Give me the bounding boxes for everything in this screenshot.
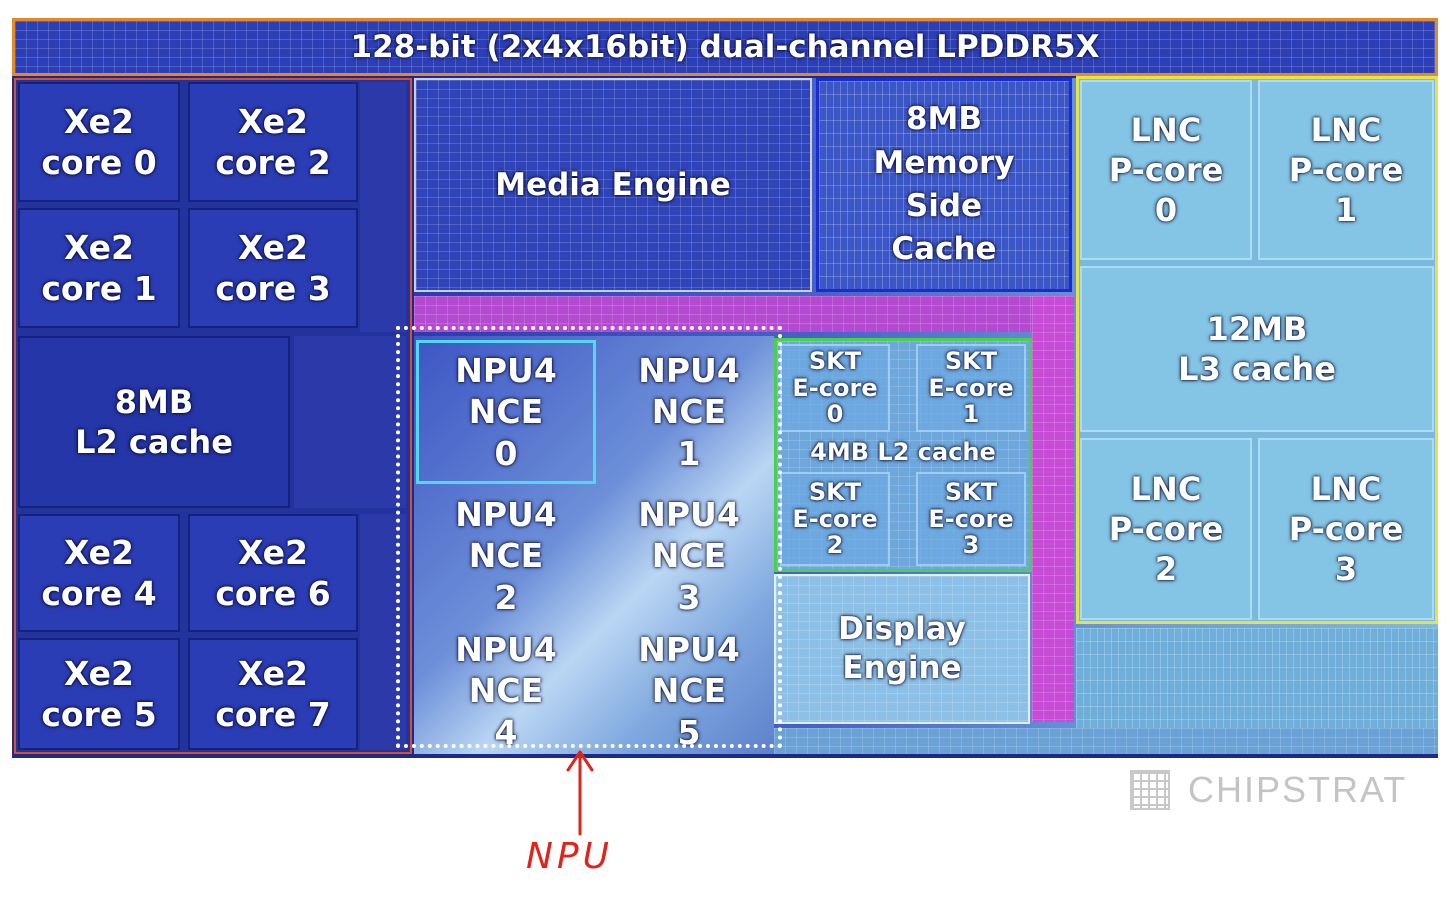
npu-nce-1: NPU4 NCE 1: [638, 351, 740, 473]
compute-io-strip: [1076, 628, 1438, 728]
pcore-0: LNC P-core 0: [1080, 80, 1252, 260]
watermark-text: CHIPSTRAT: [1188, 769, 1408, 810]
media-engine: Media Engine: [414, 78, 812, 292]
npu-nce-5: NPU4 NCE 5: [638, 630, 740, 752]
xe2-core-6: Xe2 core 6: [188, 514, 358, 632]
pcore-1: LNC P-core 1: [1258, 80, 1434, 260]
npu-nce-4: NPU4 NCE 4: [455, 630, 557, 752]
npu-highlight-box: [396, 326, 782, 748]
npu-arrow-icon: [566, 750, 594, 836]
ecore-2: SKT E-core 2: [780, 472, 890, 566]
bottom-io-strip: [774, 728, 1438, 754]
xe2-core-2: Xe2 core 2: [188, 82, 358, 202]
pcore-2: LNC P-core 2: [1080, 438, 1252, 620]
ecore-l2-cache: 4MB L2 cache: [810, 438, 996, 466]
l3-cache: 12MB L3 cache: [1080, 266, 1434, 432]
xe2-core-0: Xe2 core 0: [18, 82, 180, 202]
memory-side-cache: 8MB Memory Side Cache: [816, 78, 1072, 292]
npu-nce-2: NPU4 NCE 2: [455, 495, 557, 617]
xe2-core-3: Xe2 core 3: [188, 208, 358, 328]
gpu-l2-cache: 8MB L2 cache: [18, 336, 290, 508]
display-engine: Display Engine: [774, 574, 1030, 724]
memory-interface-label: 128-bit (2x4x16bit) dual-channel LPDDR5X: [350, 28, 1100, 65]
fabric-vertical: [1032, 296, 1074, 722]
npu-nce-3: NPU4 NCE 3: [638, 495, 740, 617]
npu-nce-0: NPU4 NCE 0: [416, 340, 596, 484]
ecore-1: SKT E-core 1: [916, 344, 1026, 432]
xe2-core-4: Xe2 core 4: [18, 514, 180, 632]
chip-logo-icon: [1130, 770, 1170, 810]
ecore-0: SKT E-core 0: [780, 344, 890, 432]
chipstrat-watermark: CHIPSTRAT: [1130, 768, 1430, 812]
xe2-core-7: Xe2 core 7: [188, 638, 358, 750]
memory-interface: 128-bit (2x4x16bit) dual-channel LPDDR5X: [12, 18, 1438, 76]
ecore-3: SKT E-core 3: [916, 472, 1026, 566]
xe2-core-1: Xe2 core 1: [18, 208, 180, 328]
xe2-core-5: Xe2 core 5: [18, 638, 180, 750]
die-shot: 128-bit (2x4x16bit) dual-channel LPDDR5X…: [12, 18, 1438, 758]
gpu-fabric: [294, 336, 406, 508]
pcore-3: LNC P-core 3: [1258, 438, 1434, 620]
npu-annotation-label: NPU: [526, 836, 613, 877]
gpu-io-strip: [360, 82, 406, 332]
